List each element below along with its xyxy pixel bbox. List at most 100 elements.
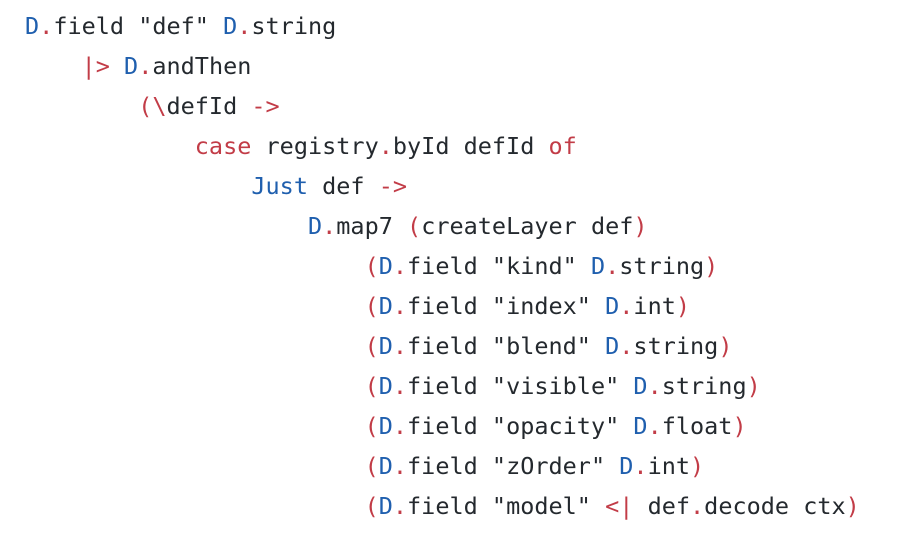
code-token: -> bbox=[378, 172, 408, 200]
code-token: ) bbox=[845, 492, 860, 520]
code-token: field bbox=[407, 292, 492, 320]
code-token: ) bbox=[746, 372, 761, 400]
code-token: . bbox=[392, 332, 408, 360]
code-token: def bbox=[647, 492, 691, 520]
code-indent bbox=[25, 212, 308, 240]
code-token: "opacity" bbox=[491, 412, 634, 440]
code-token: field bbox=[53, 12, 139, 40]
code-token: ) bbox=[633, 212, 648, 240]
code-token: ( bbox=[364, 292, 379, 320]
code-token: Just bbox=[251, 172, 323, 200]
code-token: . bbox=[392, 292, 408, 320]
code-token: byId defId bbox=[392, 132, 549, 160]
code-token: createLayer def bbox=[421, 212, 634, 240]
code-indent bbox=[25, 412, 365, 440]
code-token: "zOrder" bbox=[491, 452, 620, 480]
code-token: D bbox=[633, 412, 648, 440]
code-token: "blend" bbox=[491, 332, 606, 360]
code-token: defId bbox=[166, 92, 252, 120]
code-line: (D.field "zOrder" D.int) bbox=[25, 446, 860, 486]
code-token: (\ bbox=[138, 92, 167, 120]
code-token: . bbox=[619, 332, 634, 360]
code-token: field bbox=[407, 412, 492, 440]
code-token: ( bbox=[407, 212, 422, 240]
code-token: field bbox=[407, 372, 492, 400]
code-token: . bbox=[619, 292, 634, 320]
code-token: D bbox=[378, 332, 393, 360]
code-token: . bbox=[39, 12, 54, 40]
code-token: decode ctx bbox=[704, 492, 846, 520]
code-token: ) bbox=[690, 452, 705, 480]
code-line: D.field "def" D.string bbox=[25, 6, 860, 46]
code-line: (D.field "kind" D.string) bbox=[25, 246, 860, 286]
code-token: D bbox=[605, 292, 620, 320]
code-line: |> D.andThen bbox=[25, 46, 860, 86]
code-token: D bbox=[223, 12, 238, 40]
code-token: string bbox=[619, 252, 705, 280]
code-token: int bbox=[633, 292, 676, 320]
code-token: . bbox=[378, 132, 393, 160]
code-token: "kind" bbox=[491, 252, 591, 280]
code-token: D bbox=[590, 252, 606, 280]
code-token: . bbox=[138, 52, 153, 80]
code-token: ( bbox=[364, 412, 379, 440]
code-indent bbox=[25, 52, 82, 80]
code-token: map7 bbox=[336, 212, 408, 240]
code-token: ) bbox=[718, 332, 733, 360]
code-token: D bbox=[633, 372, 648, 400]
code-line: D.map7 (createLayer def) bbox=[25, 206, 860, 246]
code-indent bbox=[25, 332, 365, 360]
code-token: <| bbox=[605, 492, 648, 520]
code-token: "model" bbox=[491, 492, 606, 520]
code-token: ( bbox=[364, 492, 379, 520]
code-token: . bbox=[392, 412, 408, 440]
code-indent bbox=[25, 172, 251, 200]
code-block: D.field "def" D.string |> D.andThen (\de… bbox=[25, 6, 860, 526]
code-line: (\defId -> bbox=[25, 86, 860, 126]
code-token: . bbox=[647, 412, 662, 440]
code-token: def bbox=[322, 172, 379, 200]
code-token: D bbox=[378, 452, 393, 480]
code-line: (D.field "model" <| def.decode ctx) bbox=[25, 486, 860, 526]
code-token: -> bbox=[251, 92, 280, 120]
code-line: (D.field "blend" D.string) bbox=[25, 326, 860, 366]
code-line: Just def -> bbox=[25, 166, 860, 206]
code-token: . bbox=[322, 212, 337, 240]
code-token: float bbox=[661, 412, 733, 440]
code-line: (D.field "visible" D.string) bbox=[25, 366, 860, 406]
code-token: . bbox=[690, 492, 705, 520]
code-token: ) bbox=[704, 252, 719, 280]
code-token: D bbox=[378, 252, 393, 280]
code-indent bbox=[25, 132, 195, 160]
code-token: . bbox=[633, 452, 648, 480]
code-token: D bbox=[307, 212, 323, 240]
code-token: string bbox=[661, 372, 747, 400]
code-token: registry bbox=[265, 132, 379, 160]
code-token: ( bbox=[364, 332, 379, 360]
code-token: andThen bbox=[152, 52, 252, 80]
code-token: of bbox=[548, 132, 577, 160]
code-token: field bbox=[407, 252, 492, 280]
code-token: ( bbox=[364, 252, 379, 280]
code-token: "index" bbox=[491, 292, 606, 320]
code-token: D bbox=[605, 332, 620, 360]
code-indent bbox=[25, 492, 365, 520]
code-token: "def" bbox=[138, 12, 224, 40]
code-token: . bbox=[392, 372, 408, 400]
code-token: D bbox=[378, 292, 393, 320]
code-token: ( bbox=[364, 372, 379, 400]
code-token: D bbox=[378, 492, 393, 520]
code-token: . bbox=[605, 252, 620, 280]
code-token: D bbox=[25, 12, 40, 40]
code-token: ( bbox=[364, 452, 379, 480]
code-line: case registry.byId defId of bbox=[25, 126, 860, 166]
code-token: string bbox=[251, 12, 337, 40]
code-token: field bbox=[407, 492, 492, 520]
code-line: (D.field "opacity" D.float) bbox=[25, 406, 860, 446]
code-token: ) bbox=[732, 412, 747, 440]
code-indent bbox=[25, 372, 365, 400]
code-line: (D.field "index" D.int) bbox=[25, 286, 860, 326]
code-indent bbox=[25, 92, 138, 120]
code-token: D bbox=[378, 372, 393, 400]
code-token: field bbox=[407, 332, 492, 360]
